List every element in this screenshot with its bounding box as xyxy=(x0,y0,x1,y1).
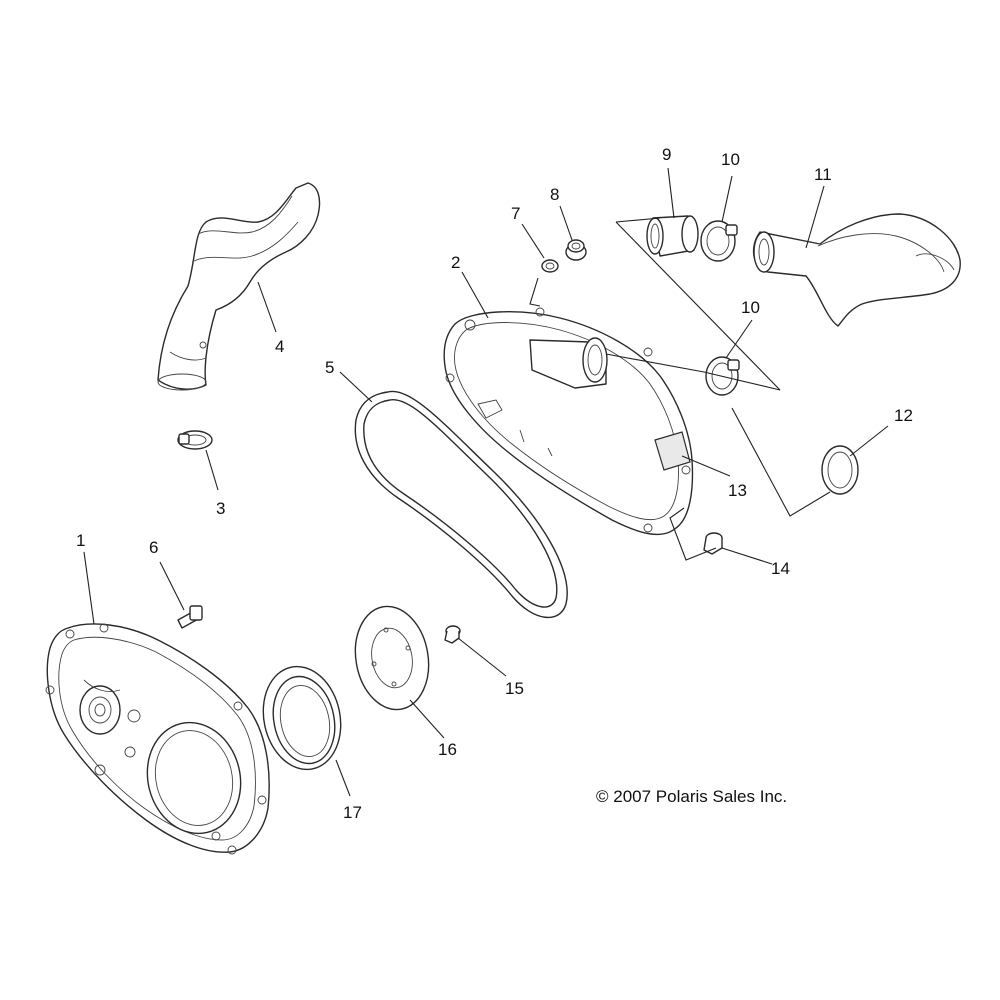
callout-10-upper: 10 xyxy=(721,150,740,169)
leader-line-15 xyxy=(457,637,507,677)
callout-12: 12 xyxy=(894,406,913,425)
part-3-hose-clamp xyxy=(177,430,213,450)
callout-2: 2 xyxy=(451,253,460,272)
part-13-decal xyxy=(654,431,691,471)
part-15-bolt xyxy=(444,625,461,644)
part-7-o-ring xyxy=(541,259,559,273)
leader-line-9 xyxy=(667,167,675,219)
part-9-duct-coupler xyxy=(646,215,699,257)
callout-14: 14 xyxy=(771,559,790,578)
leader-line-8 xyxy=(559,205,573,241)
callout-5: 5 xyxy=(325,358,334,377)
leader-line-14 xyxy=(721,547,773,565)
guide-line-seal xyxy=(731,407,831,517)
callout-15: 15 xyxy=(505,679,524,698)
part-8-plug xyxy=(565,239,587,261)
callout-1: 1 xyxy=(76,531,85,550)
callout-16: 16 xyxy=(438,740,457,759)
leader-line-10a xyxy=(721,175,733,223)
leader-lines xyxy=(83,167,889,797)
leader-line-6 xyxy=(159,561,185,611)
leader-line-2 xyxy=(461,271,489,319)
copyright-notice: © 2007 Polaris Sales Inc. xyxy=(596,787,787,806)
leader-line-3 xyxy=(205,449,219,491)
callout-11: 11 xyxy=(814,165,832,184)
callout-8: 8 xyxy=(550,185,559,204)
leader-line-16 xyxy=(409,699,445,739)
callout-9: 9 xyxy=(662,145,671,164)
part-14-screw xyxy=(703,532,723,555)
part-4-intake-duct xyxy=(157,182,321,391)
callout-3: 3 xyxy=(216,499,225,518)
guide-line-duct-b xyxy=(615,217,661,223)
part-10-clamp-lower xyxy=(705,356,740,396)
part-17-seal xyxy=(262,665,342,771)
callout-6: 6 xyxy=(149,538,158,557)
guide-line-duct-a xyxy=(615,221,781,391)
part-16-plate xyxy=(354,605,430,711)
part-11-intake-duct xyxy=(752,213,961,327)
leader-line-11 xyxy=(805,185,825,249)
callout-7: 7 xyxy=(511,204,520,223)
guide-line-screw xyxy=(669,507,717,561)
leader-line-4 xyxy=(257,281,277,333)
part-10-clamp-upper xyxy=(700,220,738,262)
callout-17: 17 xyxy=(343,803,362,822)
leader-line-17 xyxy=(335,759,351,797)
leader-line-12 xyxy=(849,425,889,457)
part-2-outer-cover xyxy=(443,307,694,536)
callout-4: 4 xyxy=(275,337,284,356)
part-5-drive-belt xyxy=(354,390,568,619)
part-1-inner-cover xyxy=(45,623,270,855)
part-12-seal xyxy=(821,445,859,495)
callout-10-lower: 10 xyxy=(741,298,760,317)
leader-line-5 xyxy=(339,371,373,403)
guide-line-o-ring xyxy=(529,277,541,307)
leader-line-13 xyxy=(681,455,731,477)
leader-line-10b xyxy=(725,319,753,359)
guide-line-duct-c xyxy=(605,353,781,391)
leader-line-1 xyxy=(83,551,95,625)
callout-13: 13 xyxy=(728,481,747,500)
part-6-bolt xyxy=(177,605,203,629)
leader-line-7 xyxy=(521,223,545,259)
callout-labels: 1 2 3 4 5 6 7 8 9 10 10 11 12 13 14 15 1… xyxy=(76,145,913,822)
